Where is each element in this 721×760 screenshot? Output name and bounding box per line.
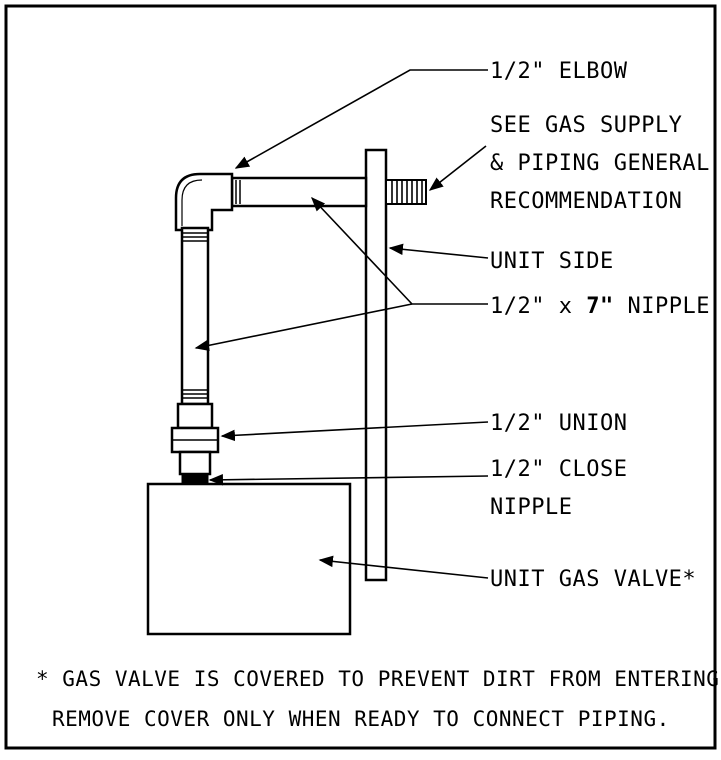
horizontal-pipe: [230, 176, 427, 208]
label-gas-valve: UNIT GAS VALVE*: [490, 567, 696, 592]
label-supply-line2: & PIPING GENERAL: [490, 151, 710, 176]
label-close-nipple-line2: NIPPLE: [490, 495, 572, 520]
leader-gas-valve: [318, 555, 489, 579]
note-line2: REMOVE COVER ONLY WHEN READY TO CONNECT …: [52, 707, 670, 731]
label-unit-side: UNIT SIDE: [490, 249, 614, 274]
vertical-nipple: [180, 226, 210, 406]
leader-unit-side: [388, 243, 489, 259]
leader-elbow: [234, 69, 488, 169]
gas-valve-box: [146, 482, 352, 636]
leader-supply: [428, 145, 487, 191]
label-supply-line3: RECOMMENDATION: [490, 189, 682, 214]
label-nipple-word: NIPPLE: [614, 294, 710, 319]
label-close-nipple-line1: 1/2" CLOSE: [490, 457, 627, 482]
leader-union: [220, 421, 489, 442]
unit-side-wall: [364, 148, 388, 582]
close-nipple: [181, 473, 209, 485]
note-line1: * GAS VALVE IS COVERED TO PREVENT DIRT F…: [36, 667, 721, 691]
leader-nipple-vertical: [194, 303, 413, 352]
label-nipple-size: 1/2" x: [490, 294, 586, 319]
label-supply-line1: SEE GAS SUPPLY: [490, 113, 682, 138]
elbow-fitting: [174, 172, 234, 232]
diagram-frame: [4, 4, 717, 750]
label-nipple-length: 7": [586, 294, 614, 319]
union-fitting: [170, 402, 220, 476]
leader-close-nipple: [208, 474, 489, 486]
label-elbow: 1/2" ELBOW: [490, 59, 628, 84]
leader-nipple: [311, 196, 488, 305]
label-union: 1/2" UNION: [490, 411, 627, 436]
label-nipple: 1/2" x 7" NIPPLE: [490, 294, 710, 319]
